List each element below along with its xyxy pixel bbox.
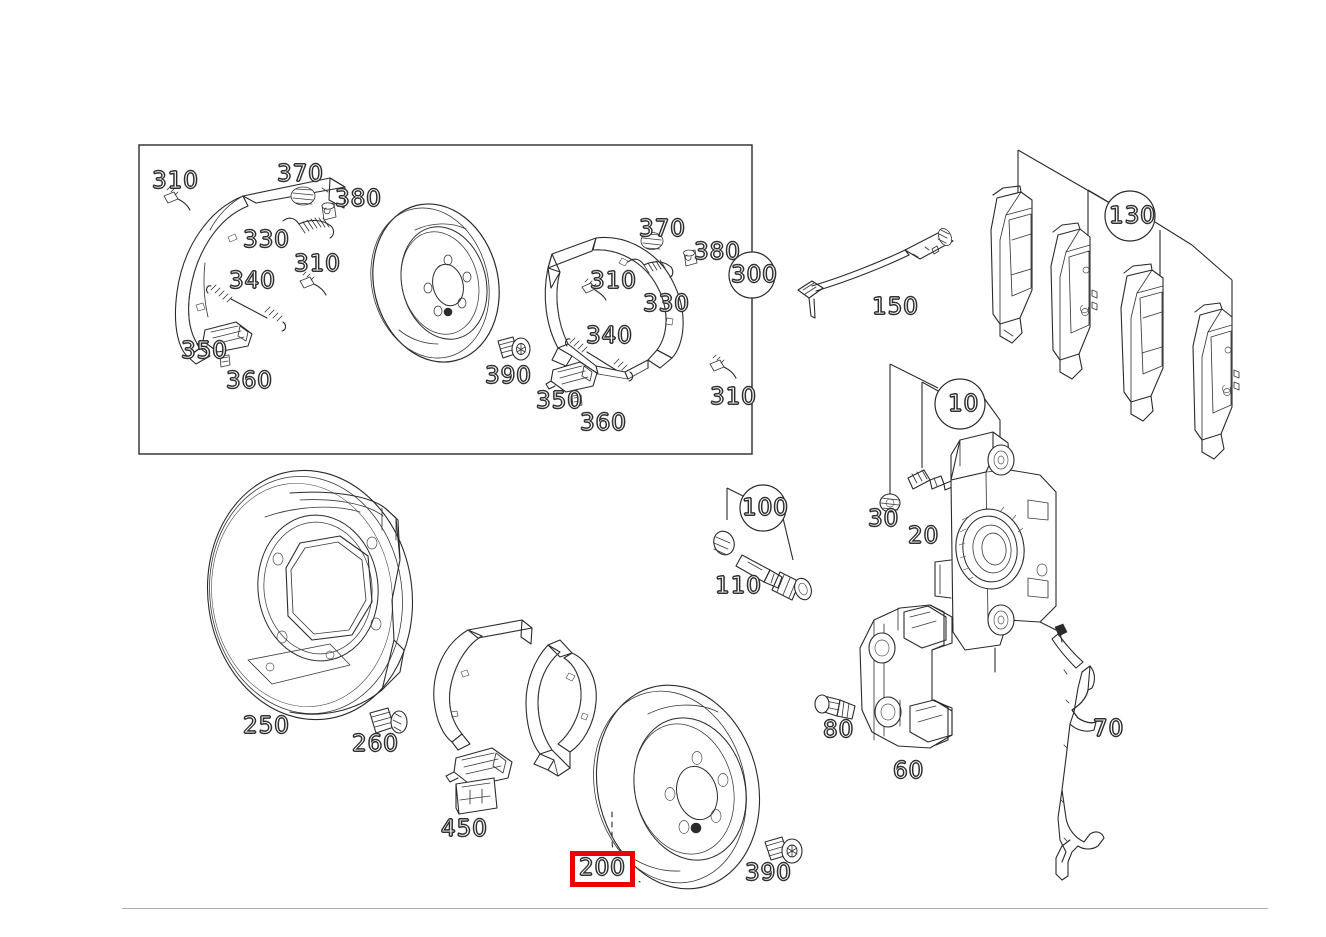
adjuster-assembly-450: [445, 747, 513, 815]
dust-shield-bolt-260: [369, 707, 408, 734]
return-spring-coil-2: [627, 258, 674, 278]
part-label-310-b: 310: [294, 251, 341, 277]
part-label-30: 30: [867, 506, 900, 532]
part-label-310: 310: [152, 168, 199, 194]
part-label-350-b: 350: [536, 388, 583, 414]
guide-pin-110: [735, 554, 783, 589]
part-label-110: 110: [715, 573, 762, 599]
caliper-group-10: [879, 363, 1063, 673]
adjuster-clip-right: [571, 394, 583, 408]
part-label-360-b: 360: [580, 410, 627, 436]
part-label-310-d: 310: [710, 384, 757, 410]
part-label-340: 340: [229, 268, 276, 294]
caliper-carrier-60: [859, 604, 953, 749]
part-label-310-c: 310: [590, 268, 637, 294]
brake-pad-1: [990, 185, 1033, 344]
part-label-20: 20: [907, 523, 940, 549]
bleeder-valve-20: [907, 469, 953, 491]
part-label-370-b: 370: [639, 216, 686, 242]
return-spring-coil: [282, 217, 335, 239]
hold-down-spring-cap-2: [640, 232, 664, 250]
brake-pad-4: [1192, 302, 1240, 460]
part-label-350: 350: [181, 338, 228, 364]
callout-label-130: 130: [1109, 203, 1156, 229]
callout-label-300: 300: [731, 262, 778, 288]
lower-shoe-group: [433, 619, 597, 777]
part-label-370: 370: [277, 161, 324, 187]
part-label-250: 250: [243, 713, 290, 739]
hold-down-pin-3: [581, 278, 607, 301]
hold-down-spring-cap: [290, 186, 316, 206]
part-label-390: 390: [485, 363, 532, 389]
star-adjuster-left: [196, 321, 253, 353]
brake-pad-group-130: [990, 149, 1240, 460]
wear-sensor-150: [797, 228, 954, 319]
guide-pin-bushing-110: [713, 530, 735, 556]
adjuster-spring-assy: [206, 284, 287, 332]
guide-pin-group-100: [713, 484, 812, 601]
carrier-bolt-80: [814, 694, 856, 720]
hold-down-retainer: [321, 202, 337, 221]
adjuster-clip-left: [219, 354, 231, 368]
inset-hardware-group: [163, 186, 737, 408]
bleeder-cap-30: [879, 493, 901, 513]
brake-pad-3: [1120, 263, 1164, 422]
part-label-330: 330: [243, 227, 290, 253]
callout-label-10: 10: [947, 391, 980, 417]
part-label-150: 150: [872, 294, 919, 320]
caliper-body: [934, 431, 1063, 673]
part-label-260: 260: [352, 731, 399, 757]
inset-rotor: [370, 203, 500, 363]
star-adjuster-right: [545, 361, 598, 393]
inset-box-frame: [138, 144, 753, 455]
part-label-70: 70: [1092, 716, 1125, 742]
hold-down-retainer-2: [683, 249, 698, 267]
part-label-390-b: 390: [745, 860, 792, 886]
part-label-380: 380: [335, 186, 382, 212]
hold-down-pin-4: [709, 354, 737, 379]
brake-pad-2: [1050, 222, 1098, 380]
hold-down-pin-2: [299, 271, 327, 296]
part-label-450: 450: [441, 816, 488, 842]
part-label-60: 60: [892, 758, 925, 784]
part-label-80: 80: [822, 717, 855, 743]
rotor-screw-inset: [497, 336, 531, 361]
adjuster-spring-assy-2: [565, 337, 634, 382]
hold-down-pin: [163, 186, 191, 211]
dust-shield-250: [206, 469, 414, 721]
callout-label-100: 100: [742, 495, 789, 521]
rotor-screw-390: [764, 836, 803, 864]
pad-retaining-spring-70: [1051, 623, 1105, 881]
footer-divider: [122, 908, 1268, 909]
brake-rotor-200: [593, 684, 761, 890]
inset-left-shoe-group: [174, 177, 346, 365]
callout-300: [728, 251, 776, 299]
part-label-340-b: 340: [586, 323, 633, 349]
guide-pin-sleeve: [771, 571, 812, 601]
part-label-360: 360: [226, 368, 273, 394]
part-label-330-b: 330: [643, 291, 690, 317]
highlighted-part-label-200[interactable]: 200: [570, 851, 635, 887]
part-label-380-b: 380: [694, 239, 741, 265]
